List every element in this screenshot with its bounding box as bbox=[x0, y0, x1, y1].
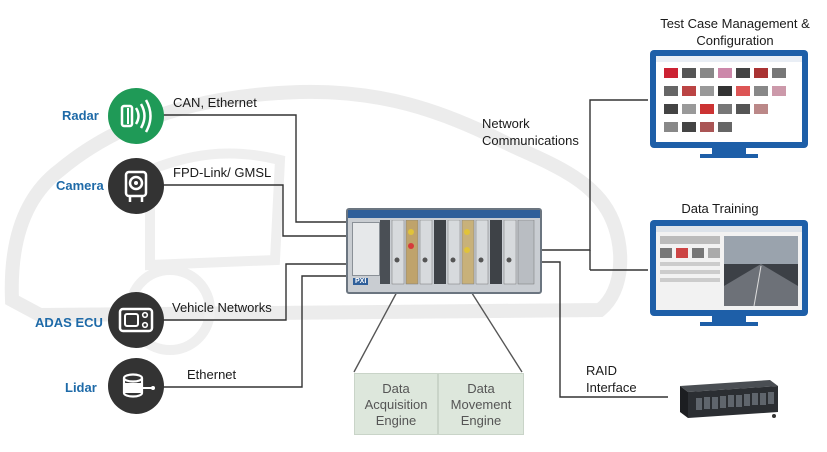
camera-connection-label: FPD-Link/ GMSL bbox=[173, 165, 272, 180]
network-line bbox=[538, 99, 648, 251]
test-case-screen-content bbox=[656, 56, 802, 142]
camera-line bbox=[157, 184, 346, 237]
raid-line bbox=[538, 261, 668, 398]
chassis-modules bbox=[380, 220, 535, 285]
lidar-connection-label: Ethernet bbox=[187, 367, 237, 382]
camera-label: Camera bbox=[56, 178, 104, 193]
adas-ecu-label: ADAS ECU bbox=[35, 315, 103, 330]
funnel-left bbox=[353, 289, 399, 373]
test-case-monitor bbox=[650, 50, 812, 158]
monitor-screen bbox=[650, 50, 808, 148]
chassis-top-bar bbox=[348, 210, 540, 218]
raid-interface-label: RAID Interface bbox=[586, 363, 637, 395]
radar-label: Radar bbox=[62, 108, 99, 123]
data-training-screen-content bbox=[656, 226, 802, 310]
raid-server-drawing bbox=[680, 380, 778, 418]
ecu-line bbox=[157, 263, 346, 321]
data-acquisition-engine: Data Acquisition Engine bbox=[354, 373, 438, 435]
pxi-chassis: PXI bbox=[346, 208, 542, 294]
pxi-badge: PXI bbox=[353, 278, 369, 285]
monitor-base-2 bbox=[700, 322, 758, 326]
monitor-base bbox=[700, 154, 758, 158]
radar-line bbox=[157, 114, 346, 223]
data-training-monitor bbox=[650, 220, 812, 326]
test-case-management-label: Test Case Management & Configuration bbox=[660, 16, 810, 48]
radar-connection-label: CAN, Ethernet bbox=[173, 95, 257, 110]
network-communications-label: Network Communications bbox=[482, 116, 579, 148]
lidar-icon bbox=[108, 358, 164, 414]
radar-icon bbox=[108, 88, 164, 144]
ecu-connection-label: Vehicle Networks bbox=[172, 300, 272, 315]
lidar-line bbox=[157, 275, 346, 388]
lidar-label: Lidar bbox=[65, 380, 97, 395]
funnel-right bbox=[469, 289, 523, 373]
monitor-stand-2 bbox=[712, 316, 746, 322]
movement-engine-label: Data Movement Engine bbox=[450, 381, 512, 428]
data-movement-engine: Data Movement Engine bbox=[438, 373, 524, 435]
monitor-stand bbox=[712, 148, 746, 154]
ecu-icon bbox=[108, 292, 164, 348]
camera-icon bbox=[108, 158, 164, 214]
monitor-screen-2 bbox=[650, 220, 808, 316]
controller-module bbox=[352, 222, 380, 276]
acquisition-engine-label: Data Acquisition Engine bbox=[364, 381, 428, 428]
data-training-label: Data Training bbox=[681, 201, 759, 216]
raid-server bbox=[670, 378, 780, 424]
